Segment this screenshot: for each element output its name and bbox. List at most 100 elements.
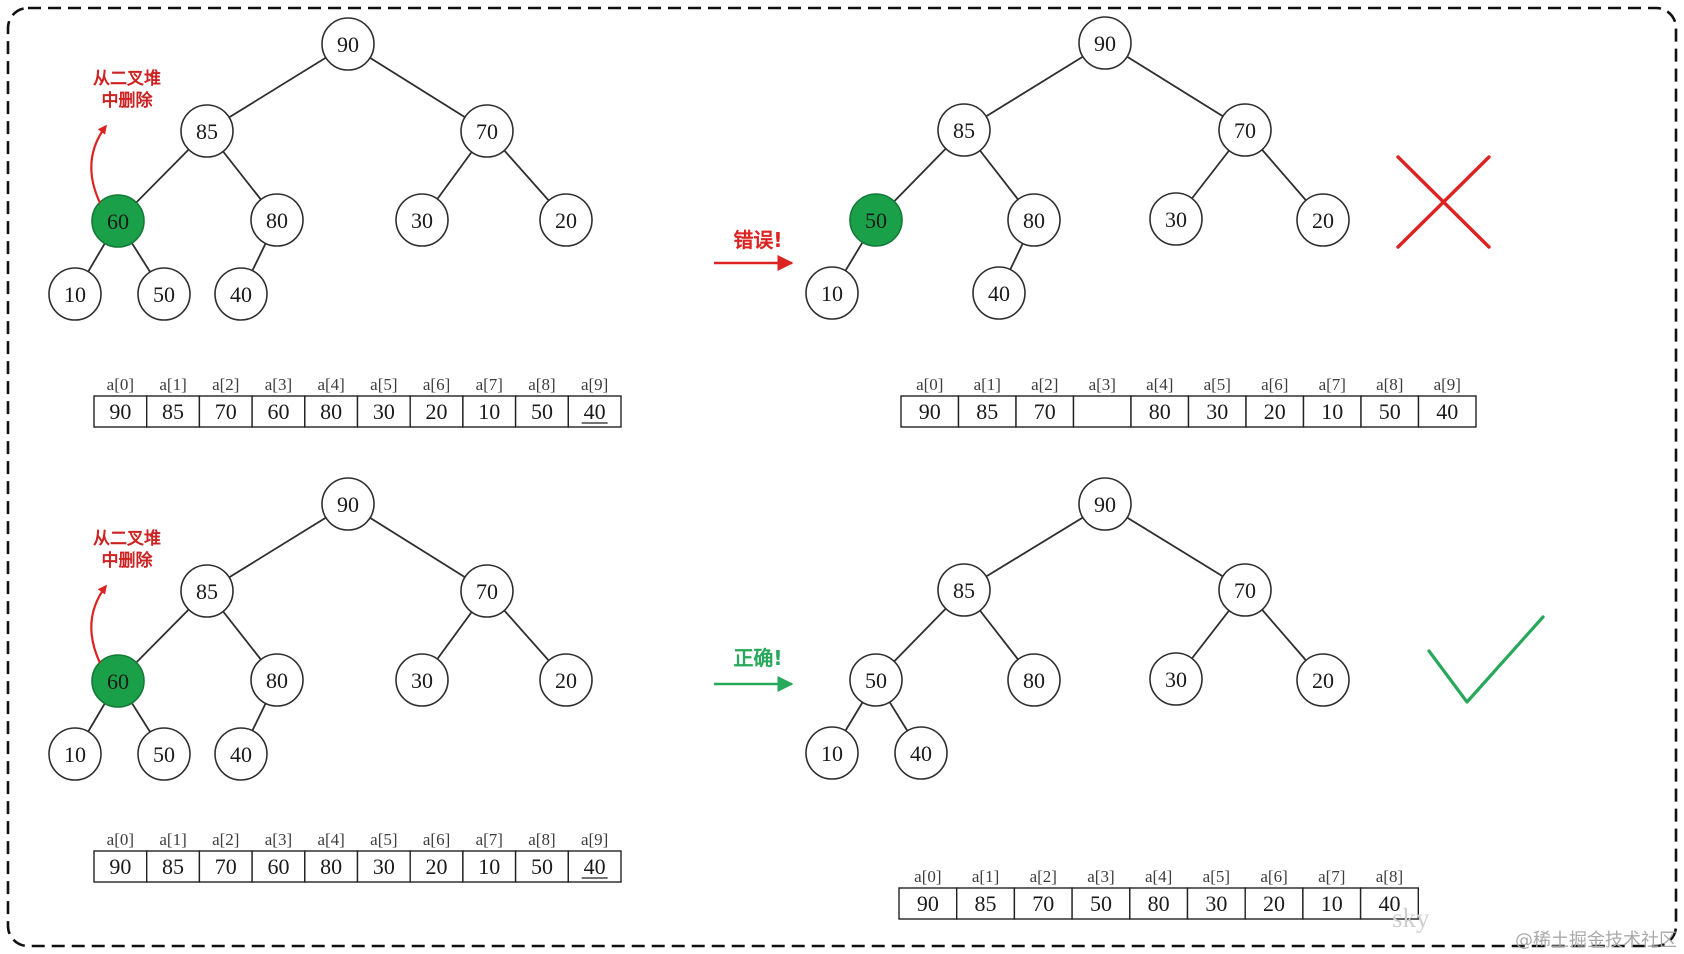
heap-node-value: 50 — [865, 208, 887, 233]
array-cell — [198, 395, 253, 428]
array-index-label: a[5] — [370, 830, 397, 849]
array-cell-value: 50 — [531, 399, 553, 424]
array-cell-value: 30 — [1205, 891, 1227, 916]
heap-node — [214, 267, 268, 321]
heap-node — [250, 193, 304, 247]
tree-edge — [347, 503, 488, 592]
array-cell-value: 90 — [109, 399, 131, 424]
array-index-label: a[3] — [1087, 867, 1114, 886]
tree-edge — [963, 503, 1106, 591]
array-cell — [93, 850, 148, 883]
check-mark — [1427, 615, 1545, 704]
array-cell-value: 30 — [1206, 399, 1228, 424]
heap-node-value: 85 — [953, 118, 975, 143]
array-index-label: a[9] — [581, 830, 608, 849]
heap-node-highlighted — [91, 194, 145, 248]
array-cell-value: 90 — [109, 854, 131, 879]
heap-node — [395, 193, 449, 247]
heap-node — [48, 727, 102, 781]
heap-node-value: 30 — [1165, 207, 1187, 232]
heap-node-highlighted — [849, 193, 903, 247]
array-index-label: a[8] — [1376, 375, 1403, 394]
heap-node — [1218, 103, 1272, 157]
array-index-label: a[4] — [317, 375, 344, 394]
array-cell — [956, 887, 1016, 920]
heap-node — [1007, 193, 1061, 247]
heap-node — [894, 726, 948, 780]
heap-node — [539, 193, 593, 247]
array-index-label: a[7] — [1319, 375, 1346, 394]
array-cell — [1130, 395, 1190, 428]
array-cell-value: 90 — [919, 399, 941, 424]
delete-curved-arrow — [90, 124, 107, 204]
array-cell-value: 85 — [976, 399, 998, 424]
heap-node-value: 70 — [476, 119, 498, 144]
heap-node-highlighted — [91, 654, 145, 708]
heap-node-value: 20 — [555, 668, 577, 693]
heap-node — [48, 267, 102, 321]
array-index-label: a[6] — [423, 375, 450, 394]
heap-node — [1007, 653, 1061, 707]
cross-line — [1396, 155, 1491, 249]
heap-node-value: 50 — [865, 668, 887, 693]
array-cell — [1244, 887, 1304, 920]
array-cell — [145, 850, 201, 883]
array-cell — [1186, 887, 1246, 920]
heap-node-value: 85 — [196, 579, 218, 604]
tree-edge — [347, 43, 488, 132]
array-cell — [957, 395, 1017, 428]
array-cell-value: 80 — [320, 854, 342, 879]
heap-node-value: 80 — [1023, 668, 1045, 693]
heap-node-value: 50 — [153, 742, 175, 767]
array-index-label: a[6] — [1261, 375, 1288, 394]
heap-node-value: 60 — [107, 209, 129, 234]
tree-edge — [1104, 503, 1246, 591]
array-cell — [1359, 887, 1419, 920]
delete-note-line2: 中删除 — [101, 91, 153, 111]
array-index-label: a[4] — [1146, 375, 1173, 394]
watermark-community: @稀土掘金技术社区 — [1515, 930, 1677, 951]
array-index-label: a[6] — [423, 830, 450, 849]
array-index-label: a[0] — [107, 830, 134, 849]
array-cell — [304, 395, 359, 428]
array-index-label: a[2] — [212, 375, 239, 394]
array-cell-value: 70 — [215, 854, 237, 879]
array-index-label: a[7] — [476, 375, 503, 394]
heap-node-value: 10 — [64, 742, 86, 767]
array-index-label: a[7] — [476, 830, 503, 849]
heap-node — [180, 564, 234, 618]
cross-mark — [1396, 155, 1491, 249]
array-index-label: a[2] — [1031, 375, 1058, 394]
heap-node — [1078, 477, 1132, 531]
array-cell — [514, 395, 569, 428]
heap-node-value: 85 — [196, 119, 218, 144]
heap-node — [1296, 193, 1350, 247]
array-cell-value: 80 — [1149, 399, 1171, 424]
array-index-label: a[5] — [370, 375, 397, 394]
array-index-label: a[5] — [1204, 375, 1231, 394]
array-cell — [1072, 395, 1132, 428]
heap-node — [1296, 653, 1350, 707]
array-index-label: a[1] — [972, 867, 999, 886]
array-cell — [1417, 395, 1477, 428]
heap-node — [1078, 16, 1132, 70]
array-cell-value: 60 — [267, 854, 289, 879]
array-cell — [1071, 887, 1131, 920]
heap-node-value: 20 — [555, 208, 577, 233]
heap-node-value: 80 — [266, 208, 288, 233]
heap-node — [1218, 563, 1272, 617]
heap-node-value: 50 — [153, 282, 175, 307]
heap-node-value: 20 — [1312, 668, 1334, 693]
heap-node — [395, 653, 449, 707]
array-index-label: a[3] — [265, 375, 292, 394]
tree-edge — [206, 43, 349, 132]
heap-node-value: 70 — [1234, 118, 1256, 143]
heap-node-value: 10 — [821, 741, 843, 766]
array-index-label: a[3] — [265, 830, 292, 849]
heap-node-value: 30 — [411, 208, 433, 233]
array-index-label: a[1] — [974, 375, 1001, 394]
heap-node — [849, 653, 903, 707]
